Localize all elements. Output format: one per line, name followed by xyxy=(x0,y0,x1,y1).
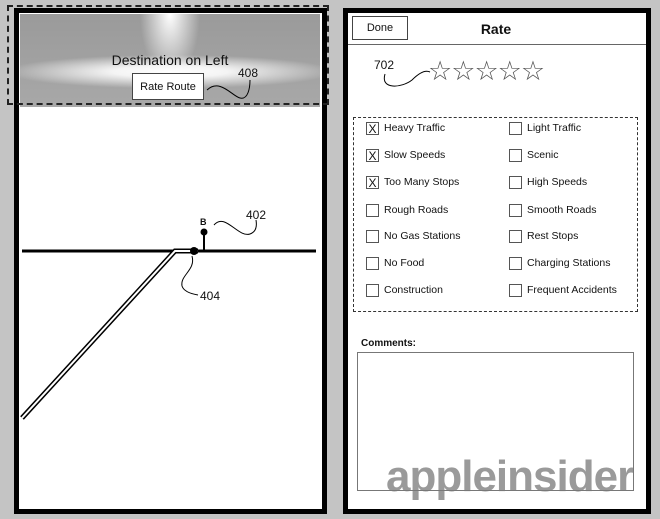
destination-pin-head xyxy=(200,228,208,236)
ref-label-402: 402 xyxy=(246,208,267,222)
option-checkbox[interactable] xyxy=(509,204,522,217)
banner-highlight-dashed-box xyxy=(7,5,329,105)
map-view xyxy=(20,79,316,420)
option-checkbox[interactable]: X xyxy=(366,149,379,163)
star-icon[interactable]: ☆ xyxy=(451,56,475,86)
option-checkbox[interactable]: X xyxy=(366,122,379,136)
option-label: High Speeds xyxy=(527,176,588,188)
option-label: Too Many Stops xyxy=(384,176,460,188)
option-checkbox[interactable] xyxy=(366,284,379,297)
route-path xyxy=(21,250,198,419)
star-icon[interactable]: ☆ xyxy=(474,56,498,86)
ref-label-408: 408 xyxy=(238,66,259,80)
star-icon[interactable]: ☆ xyxy=(520,56,545,86)
leader-404 xyxy=(181,255,199,296)
option-label: Rest Stops xyxy=(527,230,579,242)
option-checkbox[interactable] xyxy=(509,230,522,243)
ref-label-702: 702 xyxy=(374,58,395,72)
star-icon[interactable]: ☆ xyxy=(497,56,522,86)
option-checkbox[interactable] xyxy=(509,257,522,270)
leader-702 xyxy=(383,70,431,87)
option-label: No Food xyxy=(384,257,425,269)
watermark: appleinsider xyxy=(386,452,634,501)
option-checkbox[interactable] xyxy=(509,122,522,135)
option-label: Slow Speeds xyxy=(384,149,446,161)
star-icon[interactable]: ☆ xyxy=(428,56,452,86)
destination-marker-label: B xyxy=(200,217,207,227)
banner-text: Destination on Left xyxy=(111,52,229,68)
star-rating[interactable]: ☆☆☆☆☆ xyxy=(428,56,545,87)
option-checkbox[interactable] xyxy=(366,204,379,217)
option-label: Frequent Accidents xyxy=(527,284,617,296)
rate-title: Rate xyxy=(480,21,512,37)
option-label: Rough Roads xyxy=(384,204,449,216)
ref-label-404: 404 xyxy=(200,289,221,303)
option-checkbox[interactable] xyxy=(366,230,379,243)
option-checkbox[interactable] xyxy=(366,257,379,270)
option-label: Light Traffic xyxy=(527,122,582,134)
option-label: No Gas Stations xyxy=(384,230,461,242)
option-checkbox[interactable] xyxy=(509,176,522,189)
option-label: Smooth Roads xyxy=(527,204,597,216)
option-label: Construction xyxy=(384,284,443,296)
route-path-outline xyxy=(20,248,198,420)
option-checkbox[interactable] xyxy=(509,284,522,297)
done-button[interactable]: Done xyxy=(352,16,408,40)
options-dashed-box xyxy=(353,117,638,312)
option-checkbox[interactable]: X xyxy=(366,176,379,190)
leader-408 xyxy=(206,79,251,99)
option-label: Heavy Traffic xyxy=(384,122,446,134)
current-location-dot xyxy=(190,247,198,255)
option-label: Scenic xyxy=(527,149,559,161)
comments-textarea[interactable] xyxy=(357,352,634,491)
header-divider xyxy=(348,44,646,45)
comments-label: Comments: xyxy=(361,338,417,349)
option-checkbox[interactable] xyxy=(509,149,522,162)
leader-402 xyxy=(213,219,257,235)
option-label: Charging Stations xyxy=(527,257,611,269)
rate-route-button[interactable]: Rate Route xyxy=(132,73,204,100)
